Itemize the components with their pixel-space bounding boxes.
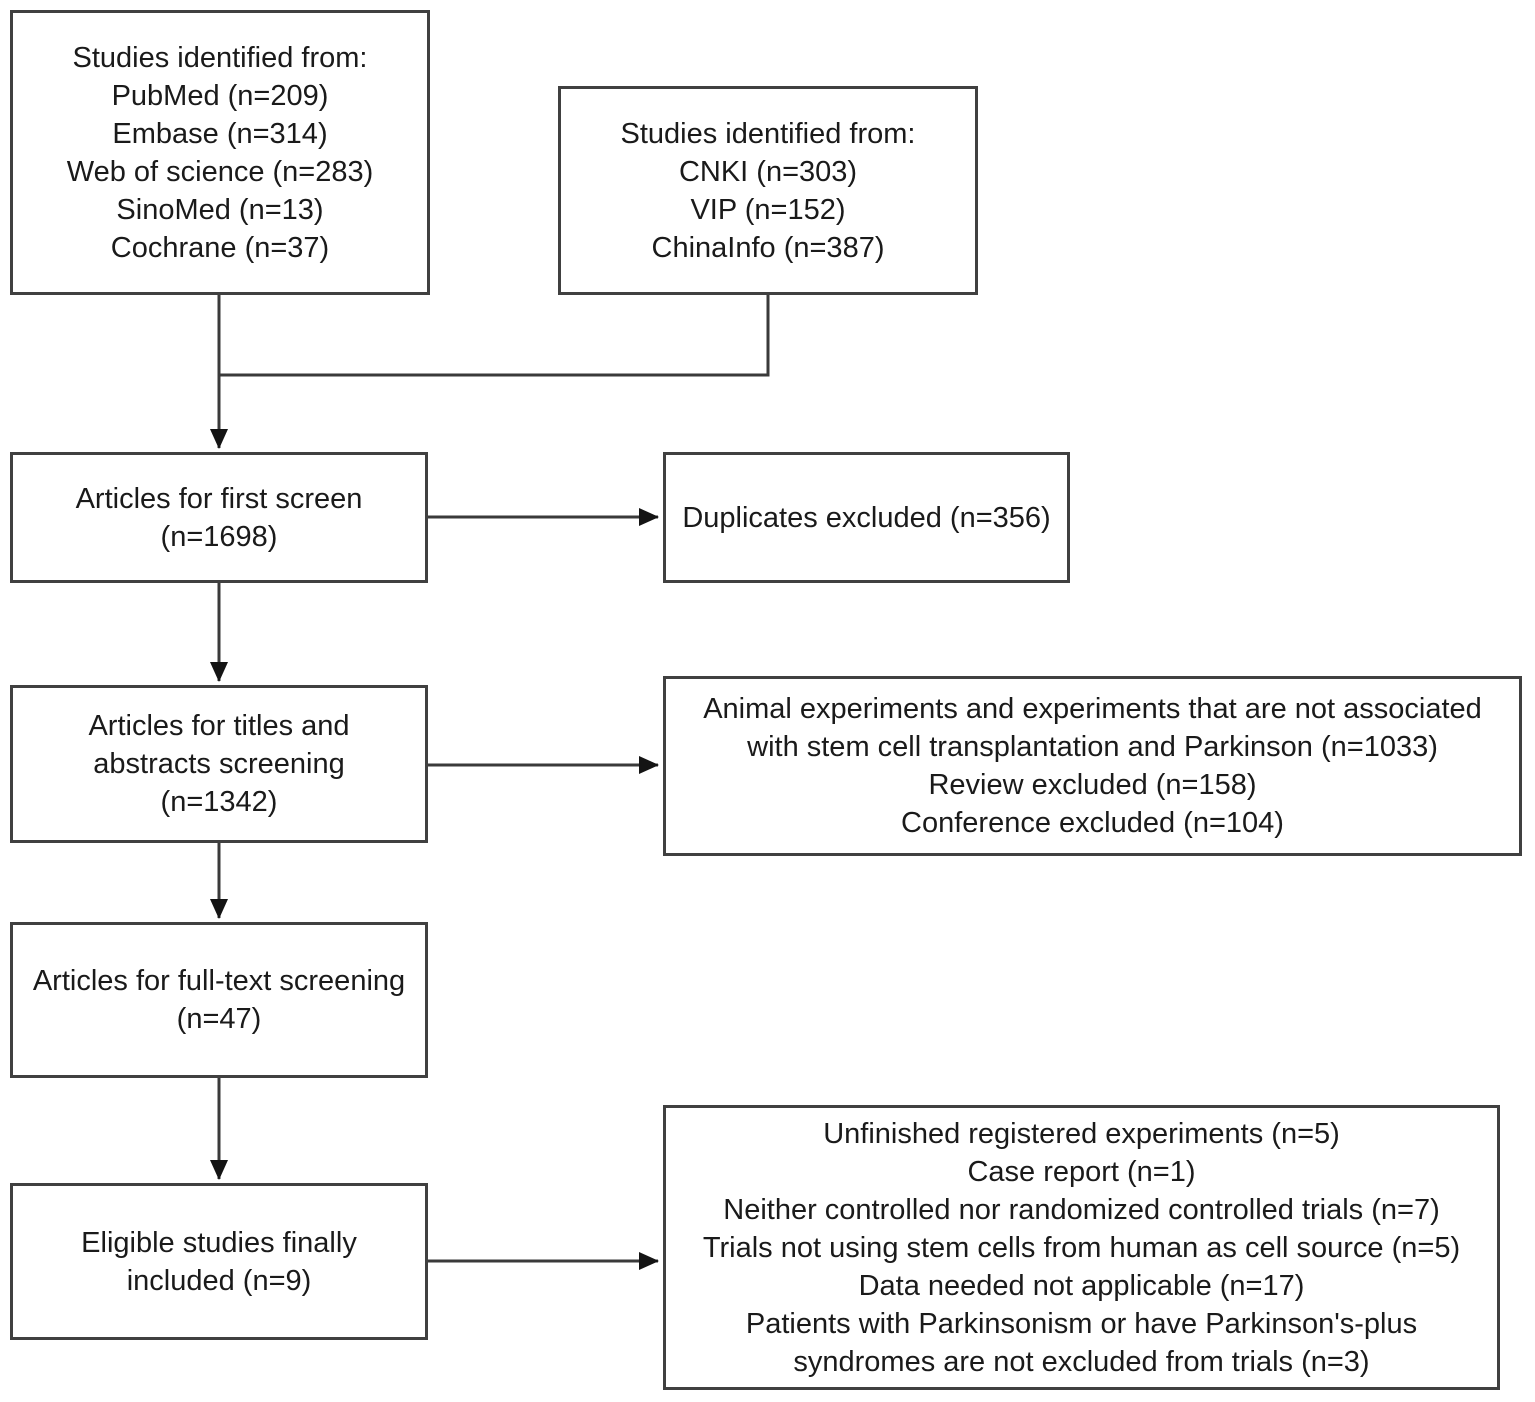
box-line: syndromes are not excluded from trials (… (793, 1345, 1370, 1378)
box-line: Trials not using stem cells from human a… (702, 1231, 1461, 1264)
box-line: Articles for titles and (88, 710, 350, 742)
box-line: Patients with Parkinsonism or have Parki… (745, 1307, 1418, 1340)
box-line: Unfinished registered experiments (n=5) (823, 1117, 1340, 1150)
box-line: Review excluded (n=158) (928, 769, 1257, 801)
box-line: VIP (n=152) (690, 193, 846, 226)
box-line: Neither controlled nor randomized contro… (723, 1193, 1440, 1226)
box-line: Conference excluded (n=104) (901, 807, 1284, 839)
box-line: (n=1342) (160, 786, 278, 818)
box-line: Studies identified from: (620, 117, 916, 150)
box-line: abstracts screening (93, 748, 345, 780)
box-line: ChinaInfo (n=387) (651, 231, 885, 264)
box-title-abstract-screening: Articles for titles and abstracts screen… (10, 685, 428, 843)
box-line: Cochrane (n=37) (110, 231, 330, 264)
box-line: Eligible studies finally (81, 1226, 357, 1259)
box-line: CNKI (n=303) (678, 155, 858, 188)
box-title-abstract-exclusions: Animal experiments and experiments that … (663, 676, 1522, 856)
box-line: (n=1698) (160, 520, 278, 553)
box-eligible-included: Eligible studies finally included (n=9) (10, 1183, 428, 1340)
box-line: Articles for full-text screening (32, 965, 406, 997)
box-line: (n=47) (176, 1003, 262, 1035)
box-first-screen: Articles for first screen (n=1698) (10, 452, 428, 583)
box-line: Animal experiments and experiments that … (703, 693, 1482, 725)
box-line: Data needed not applicable (n=17) (858, 1269, 1305, 1302)
box-duplicates-excluded: Duplicates excluded (n=356) (663, 452, 1070, 583)
box-sources-right: Studies identified from: CNKI (n=303) VI… (558, 86, 978, 295)
box-line: Embase (n=314) (112, 117, 328, 150)
box-line: Studies identified from: (72, 41, 368, 74)
box-full-text-exclusions: Unfinished registered experiments (n=5) … (663, 1105, 1500, 1390)
box-line: included (n=9) (126, 1264, 312, 1297)
box-line: PubMed (n=209) (111, 79, 329, 112)
box-line: Web of science (n=283) (66, 155, 374, 188)
box-line: Articles for first screen (75, 482, 363, 515)
box-line: SinoMed (n=13) (116, 193, 324, 226)
box-line: Duplicates excluded (n=356) (682, 501, 1051, 534)
box-full-text-screening: Articles for full-text screening (n=47) (10, 922, 428, 1078)
box-sources-left: Studies identified from: PubMed (n=209) … (10, 10, 430, 295)
box-line: with stem cell transplantation and Parki… (747, 731, 1438, 763)
box-line: Case report (n=1) (967, 1155, 1196, 1188)
